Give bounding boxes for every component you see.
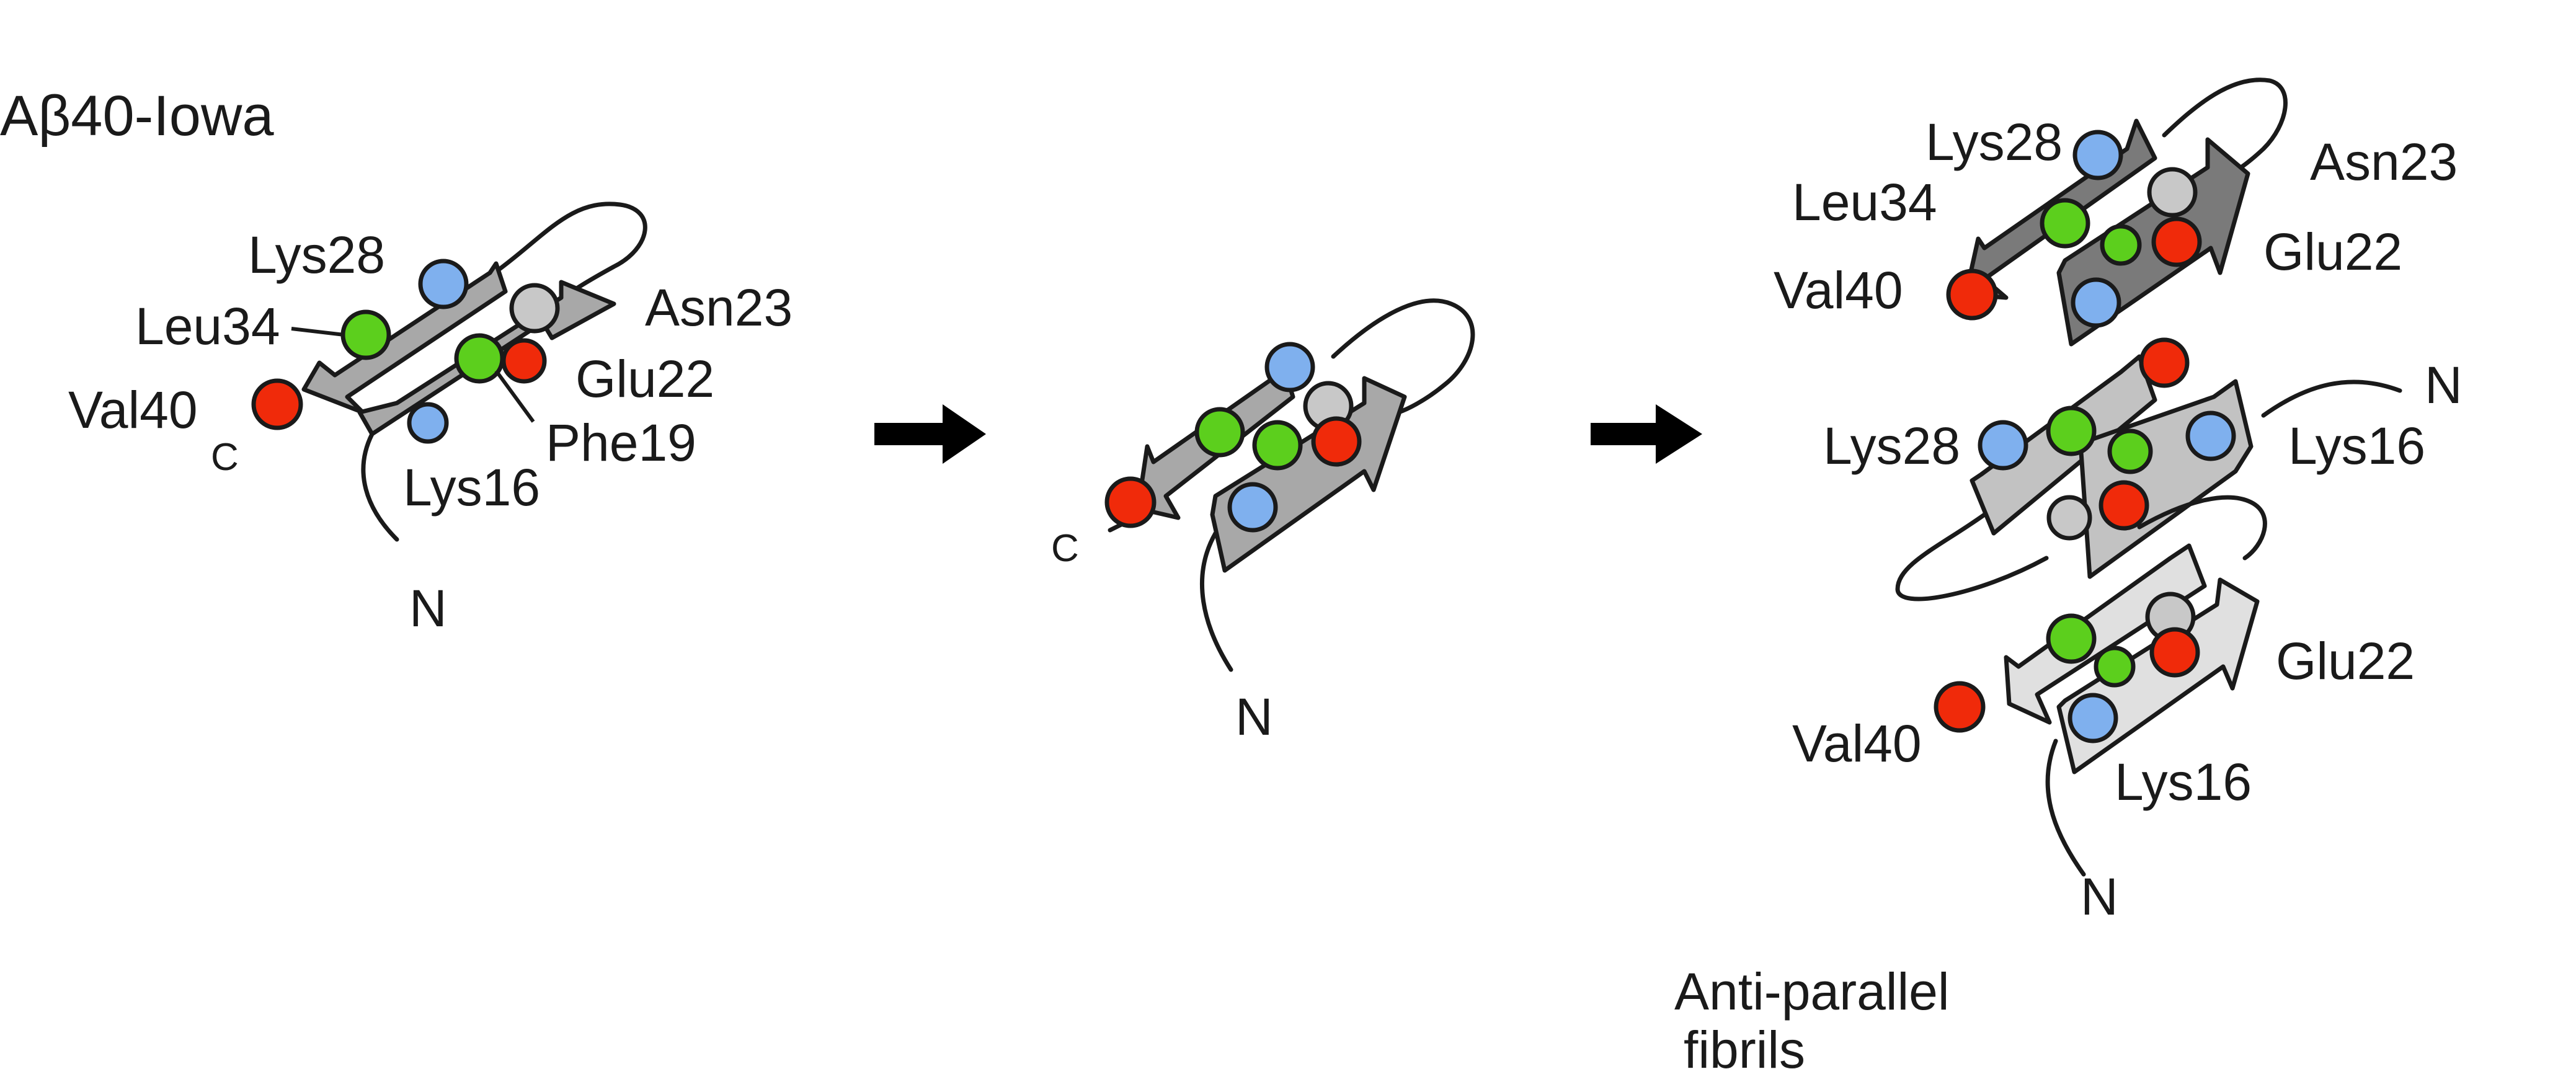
turn-loop xyxy=(2162,78,2288,182)
leu-residue xyxy=(2046,613,2097,664)
lys-residue xyxy=(2071,277,2121,328)
caption-line-1: Anti-parallel xyxy=(1674,962,1950,1021)
glu22-residue xyxy=(2151,216,2202,267)
label-lys28: Lys28 xyxy=(1925,113,2063,171)
phe-residue xyxy=(1252,420,1303,471)
label-lys16-bottom: Lys16 xyxy=(2115,753,2252,811)
leu-residue xyxy=(1194,407,1245,458)
val40-residue xyxy=(251,378,303,430)
label-val40: Val40 xyxy=(1774,261,1903,319)
label-lys16-mid: Lys16 xyxy=(2288,417,2425,475)
leu34-leader xyxy=(291,327,345,337)
phe19-leader xyxy=(494,370,535,423)
val40-residue xyxy=(1934,681,1986,733)
lys28-residue xyxy=(1978,420,2028,471)
n-terminal-tail xyxy=(1199,531,1233,672)
glu22-residue xyxy=(501,338,547,384)
glu-residue-low xyxy=(2099,480,2149,531)
transition-arrow-1 xyxy=(874,404,986,464)
turn-loop xyxy=(1895,512,2049,601)
fibril-layer-top: Lys28 Asn23 Leu34 Glu22 Val40 xyxy=(1774,78,2458,347)
panel-2-intermediate: C N xyxy=(1051,298,1475,746)
val40-residue xyxy=(1946,268,1998,321)
label-c-terminus: C xyxy=(211,436,239,479)
label-lys28-mid: Lys28 xyxy=(1823,417,1960,475)
lys16-residue xyxy=(2185,410,2236,461)
label-val40-bottom: Val40 xyxy=(1792,714,1922,773)
lys16-residue xyxy=(407,402,449,444)
lys28-residue xyxy=(418,259,469,309)
asn23-residue xyxy=(2147,167,2198,218)
asn-residue xyxy=(2046,495,2092,541)
label-asn23: Asn23 xyxy=(2310,133,2458,191)
turn-loop xyxy=(2137,495,2267,561)
label-c-terminus: C xyxy=(1051,527,1079,570)
glu-residue xyxy=(2139,337,2190,388)
leu34-residue xyxy=(340,309,391,360)
phe-residue xyxy=(2107,428,2153,474)
panel-3-fibril: Lys28 Asn23 Leu34 Glu22 Val40 N Lys28 Ly… xyxy=(1674,78,2463,1069)
label-asn23: Asn23 xyxy=(645,278,793,337)
label-val40: Val40 xyxy=(68,381,198,439)
fibril-layer-middle: N Lys28 Lys16 xyxy=(1823,337,2463,601)
label-glu22: Glu22 xyxy=(575,350,714,408)
label-n-terminus: N xyxy=(2425,356,2463,414)
phe-residue xyxy=(2094,645,2136,688)
label-leu34: Leu34 xyxy=(135,297,280,355)
turn-loop xyxy=(1331,298,1475,415)
n-terminal-tail xyxy=(2045,739,2086,877)
label-glu22: Glu22 xyxy=(2263,223,2402,281)
label-lys16: Lys16 xyxy=(403,458,540,517)
figure-title: Aβ40-Iowa xyxy=(0,84,274,148)
label-leu34: Leu34 xyxy=(1792,173,1937,231)
glu22-residue xyxy=(2149,627,2200,678)
lys-residue-top xyxy=(1264,342,1315,393)
label-lys28: Lys28 xyxy=(248,226,385,284)
label-n-terminus: N xyxy=(1235,688,1273,746)
lys28-residue xyxy=(2072,130,2123,180)
turn-loop xyxy=(494,202,647,300)
glu-residue xyxy=(1311,416,1362,467)
label-n-terminus: N xyxy=(409,579,447,637)
phe-residue xyxy=(2100,224,2142,266)
transition-arrow-2 xyxy=(1591,404,1702,464)
label-n-terminus-bottom: N xyxy=(2081,867,2118,926)
asn23-residue xyxy=(509,283,560,334)
n-terminal-tail xyxy=(2261,379,2402,418)
leu-residue xyxy=(2046,406,2097,456)
lys-residue-bottom xyxy=(1227,482,1278,533)
val-residue xyxy=(1104,476,1157,528)
label-phe19: Phe19 xyxy=(546,414,696,472)
label-glu22-bottom: Glu22 xyxy=(2276,632,2415,690)
phe19-residue xyxy=(454,333,505,384)
lys16-residue xyxy=(2067,693,2118,743)
caption-line-2: fibrils xyxy=(1684,1021,1805,1069)
n-terminal-tail xyxy=(361,432,399,542)
leu34-residue xyxy=(2040,198,2090,249)
fibril-layer-bottom: Glu22 Val40 Lys16 N xyxy=(1792,495,2415,926)
panel-1-monomer: Lys28 Leu34 Val40 C Asn23 Glu22 Phe19 Ly… xyxy=(68,202,793,637)
